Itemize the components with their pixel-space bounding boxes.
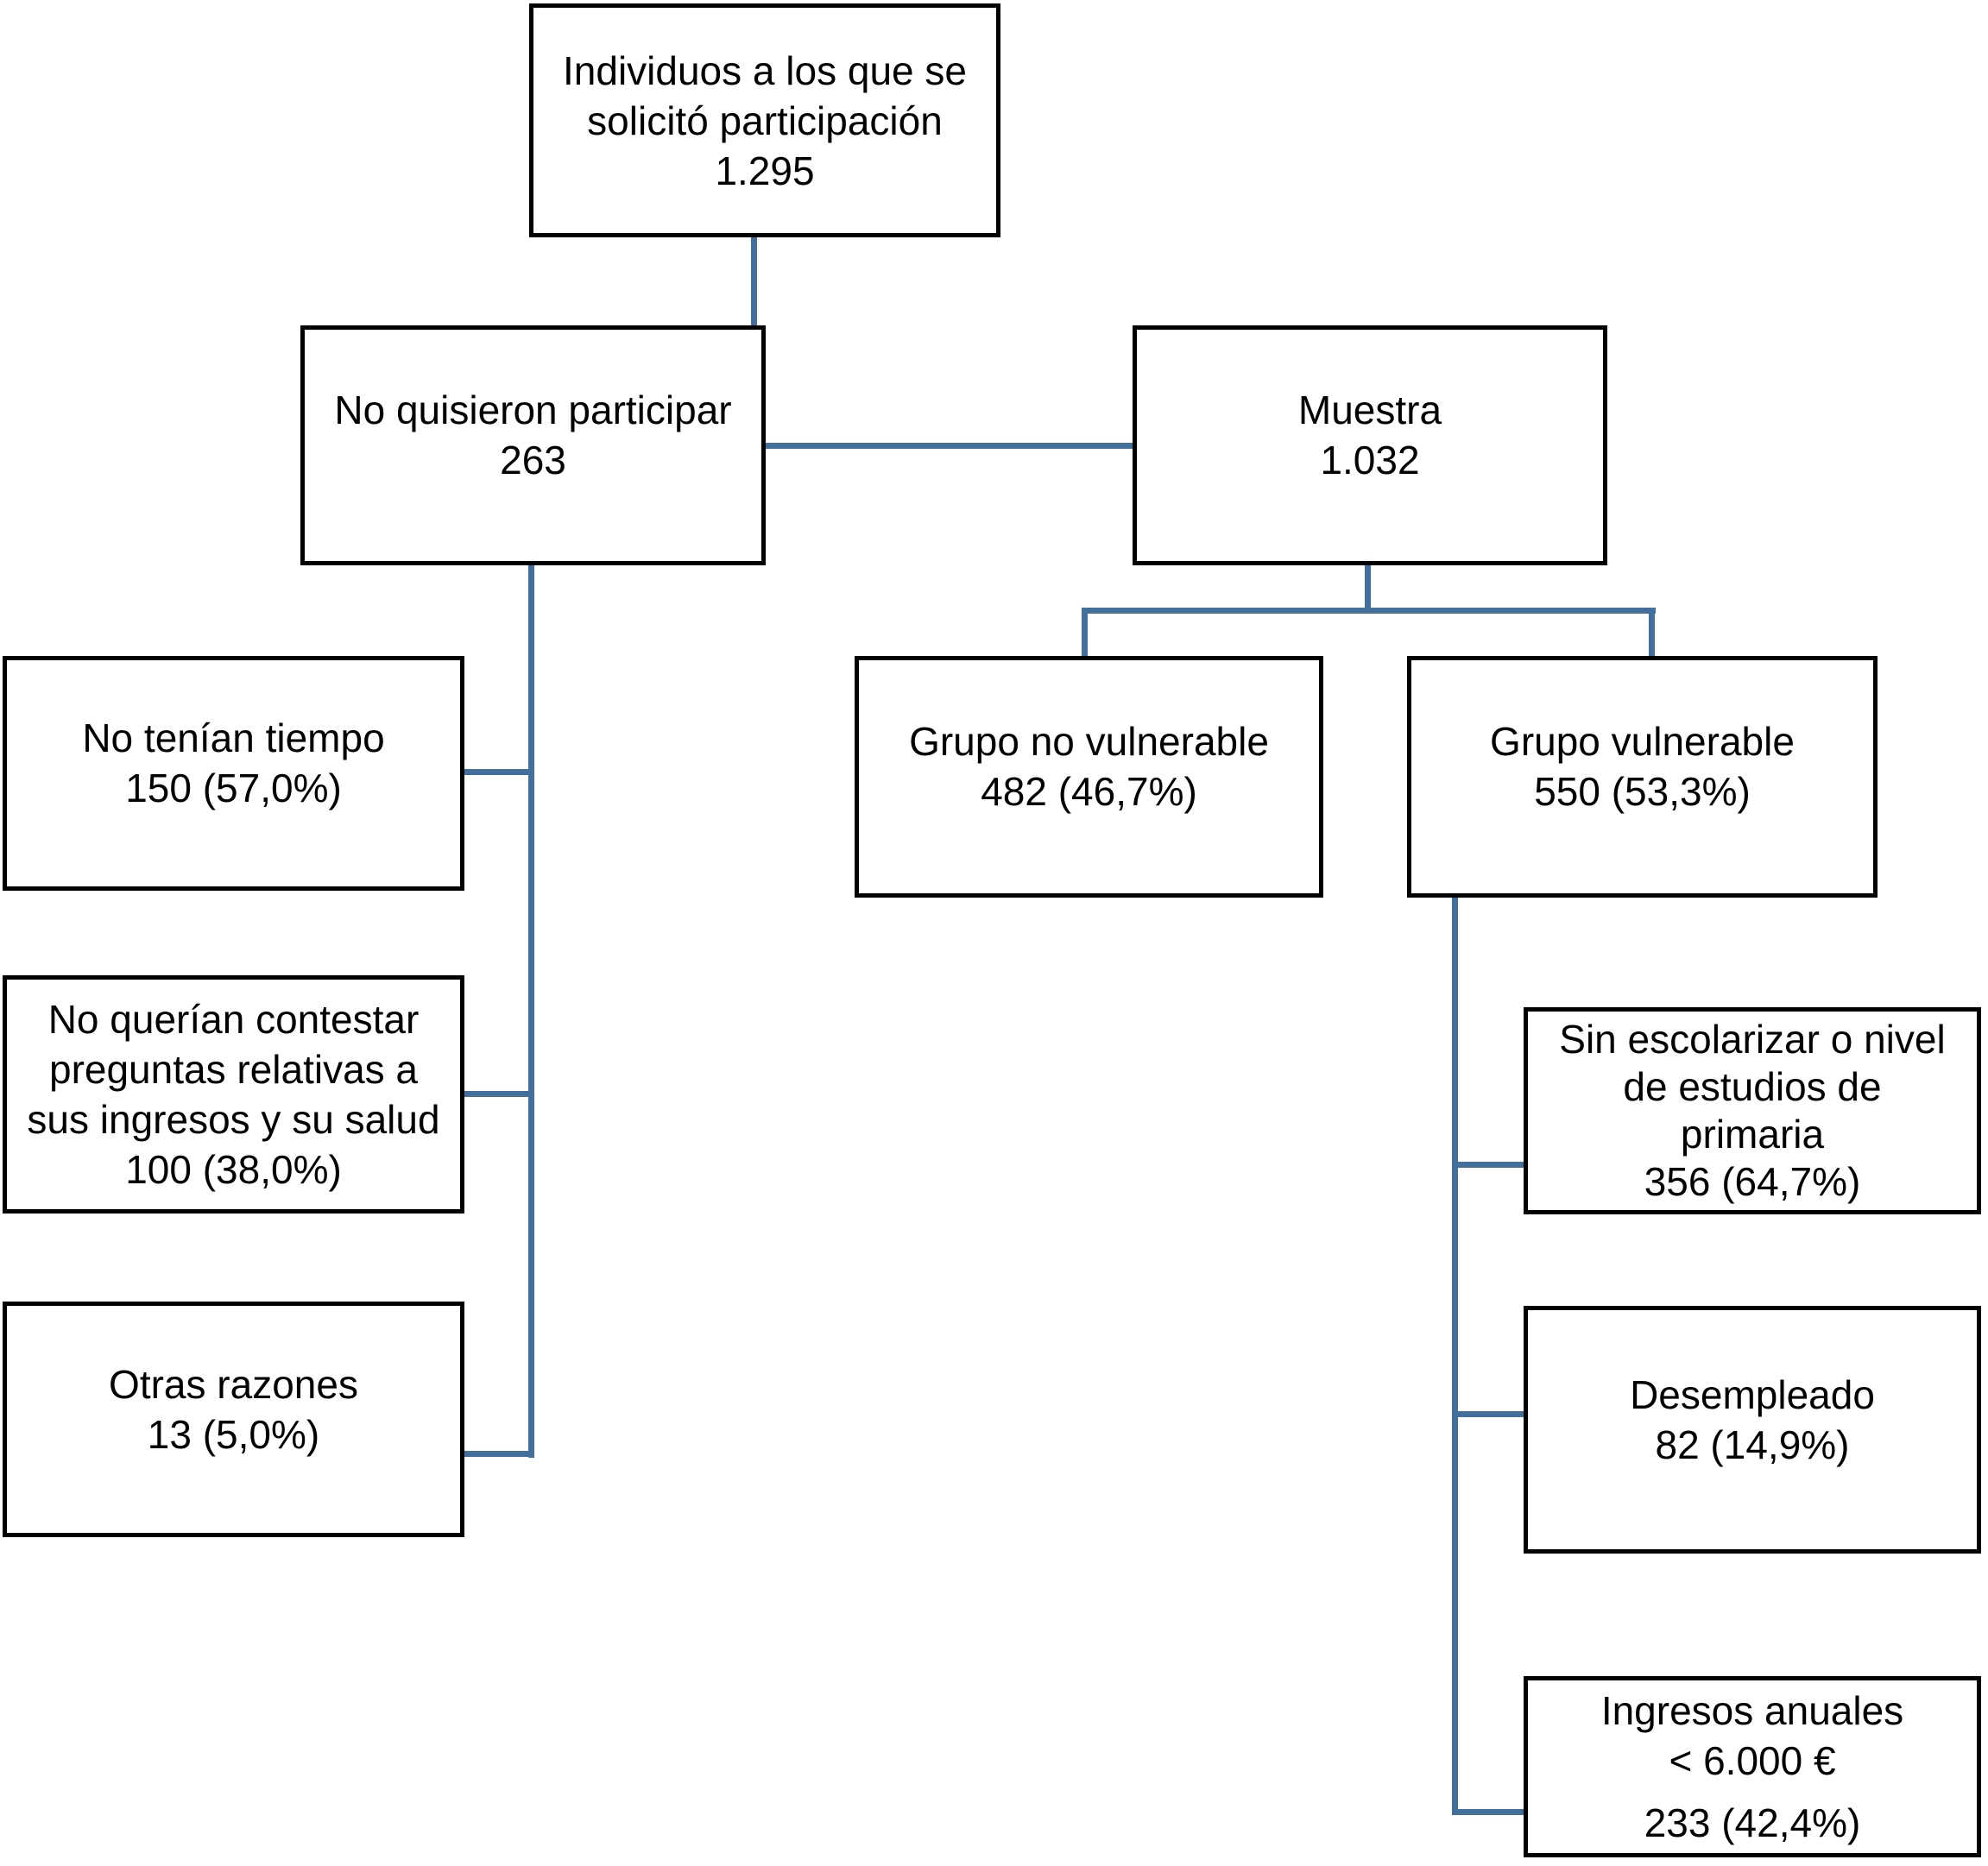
box-sin-escolarizar: Sin escolarizar o nivel de estudios de p… [1524, 1007, 1981, 1214]
box-line: de estudios de [1623, 1064, 1882, 1109]
connector-right-trunk [1452, 898, 1458, 1815]
box-line: No querían contestar [47, 997, 420, 1042]
box-line: sus ingresos y su salud [27, 1097, 440, 1142]
box-line: Sin escolarizar o nivel [1559, 1017, 1946, 1062]
connector-stub-sin-escolarizar [1452, 1162, 1524, 1168]
box-line: preguntas relativas a [48, 1047, 419, 1092]
connector-tee-right-drop [1649, 608, 1655, 656]
box-line: solicitó participación [587, 98, 943, 143]
box-muestra: Muestra 1.032 [1133, 325, 1607, 565]
box-no-participar: No quisieron participar 263 [300, 325, 766, 565]
box-line: 150 (57,0%) [125, 766, 342, 810]
box-line: 550 (53,3%) [1534, 769, 1751, 814]
connector-stub-no-tiempo [464, 769, 534, 775]
box-line: Otras razones [109, 1361, 358, 1407]
box-no-contestar: No querían contestar preguntas relativas… [3, 975, 464, 1214]
box-line: < 6.000 € [1669, 1738, 1836, 1783]
box-line: 1.032 [1320, 438, 1420, 482]
box-line: Muestra [1297, 388, 1442, 432]
box-no-tiempo: No tenían tiempo 150 (57,0%) [3, 656, 464, 891]
connector-stub-desempleado [1452, 1411, 1524, 1417]
connector-tee-left-drop [1082, 608, 1088, 656]
box-line: 13 (5,0%) [147, 1411, 320, 1457]
box-line: Grupo vulnerable [1490, 719, 1795, 764]
connector-top-to-noparticipar [751, 237, 757, 325]
connector-stub-no-contestar [464, 1091, 534, 1097]
box-desempleado: Desempleado 82 (14,9%) [1524, 1306, 1981, 1554]
box-grupo-vulnerable: Grupo vulnerable 550 (53,3%) [1407, 656, 1878, 898]
box-line: 263 [500, 438, 566, 482]
box-otras-razones: Otras razones 13 (5,0%) [3, 1302, 464, 1537]
box-ingresos: Ingresos anuales < 6.000 € 233 (42,4%) [1524, 1676, 1981, 1857]
connector-muestra-tee [1082, 608, 1656, 614]
box-line: No quisieron participar [334, 388, 732, 432]
connector-muestra-drop [1365, 565, 1371, 610]
box-line: 100 (38,0%) [125, 1147, 342, 1192]
box-line: 482 (46,7%) [981, 769, 1197, 814]
box-line: 356 (64,7%) [1644, 1159, 1861, 1204]
box-grupo-no-vulnerable: Grupo no vulnerable 482 (46,7%) [855, 656, 1323, 898]
box-line: Grupo no vulnerable [909, 719, 1269, 764]
connector-left-trunk [528, 565, 534, 1458]
box-line: Individuos a los que se [563, 47, 967, 93]
box-line: Ingresos anuales [1600, 1688, 1904, 1733]
connector-stub-otras [464, 1451, 534, 1457]
box-line: No tenían tiempo [82, 716, 385, 760]
box-line: Desempleado [1630, 1371, 1875, 1417]
box-line: 82 (14,9%) [1655, 1422, 1850, 1467]
box-line: 1.295 [715, 148, 815, 193]
box-line: 233 (42,4%) [1644, 1800, 1861, 1845]
connector-noparticipar-to-muestra [766, 443, 1133, 449]
box-solicitados: Individuos a los que se solicitó partici… [529, 3, 1000, 237]
box-line: primaria [1680, 1112, 1825, 1157]
connector-stub-ingresos [1452, 1809, 1524, 1815]
